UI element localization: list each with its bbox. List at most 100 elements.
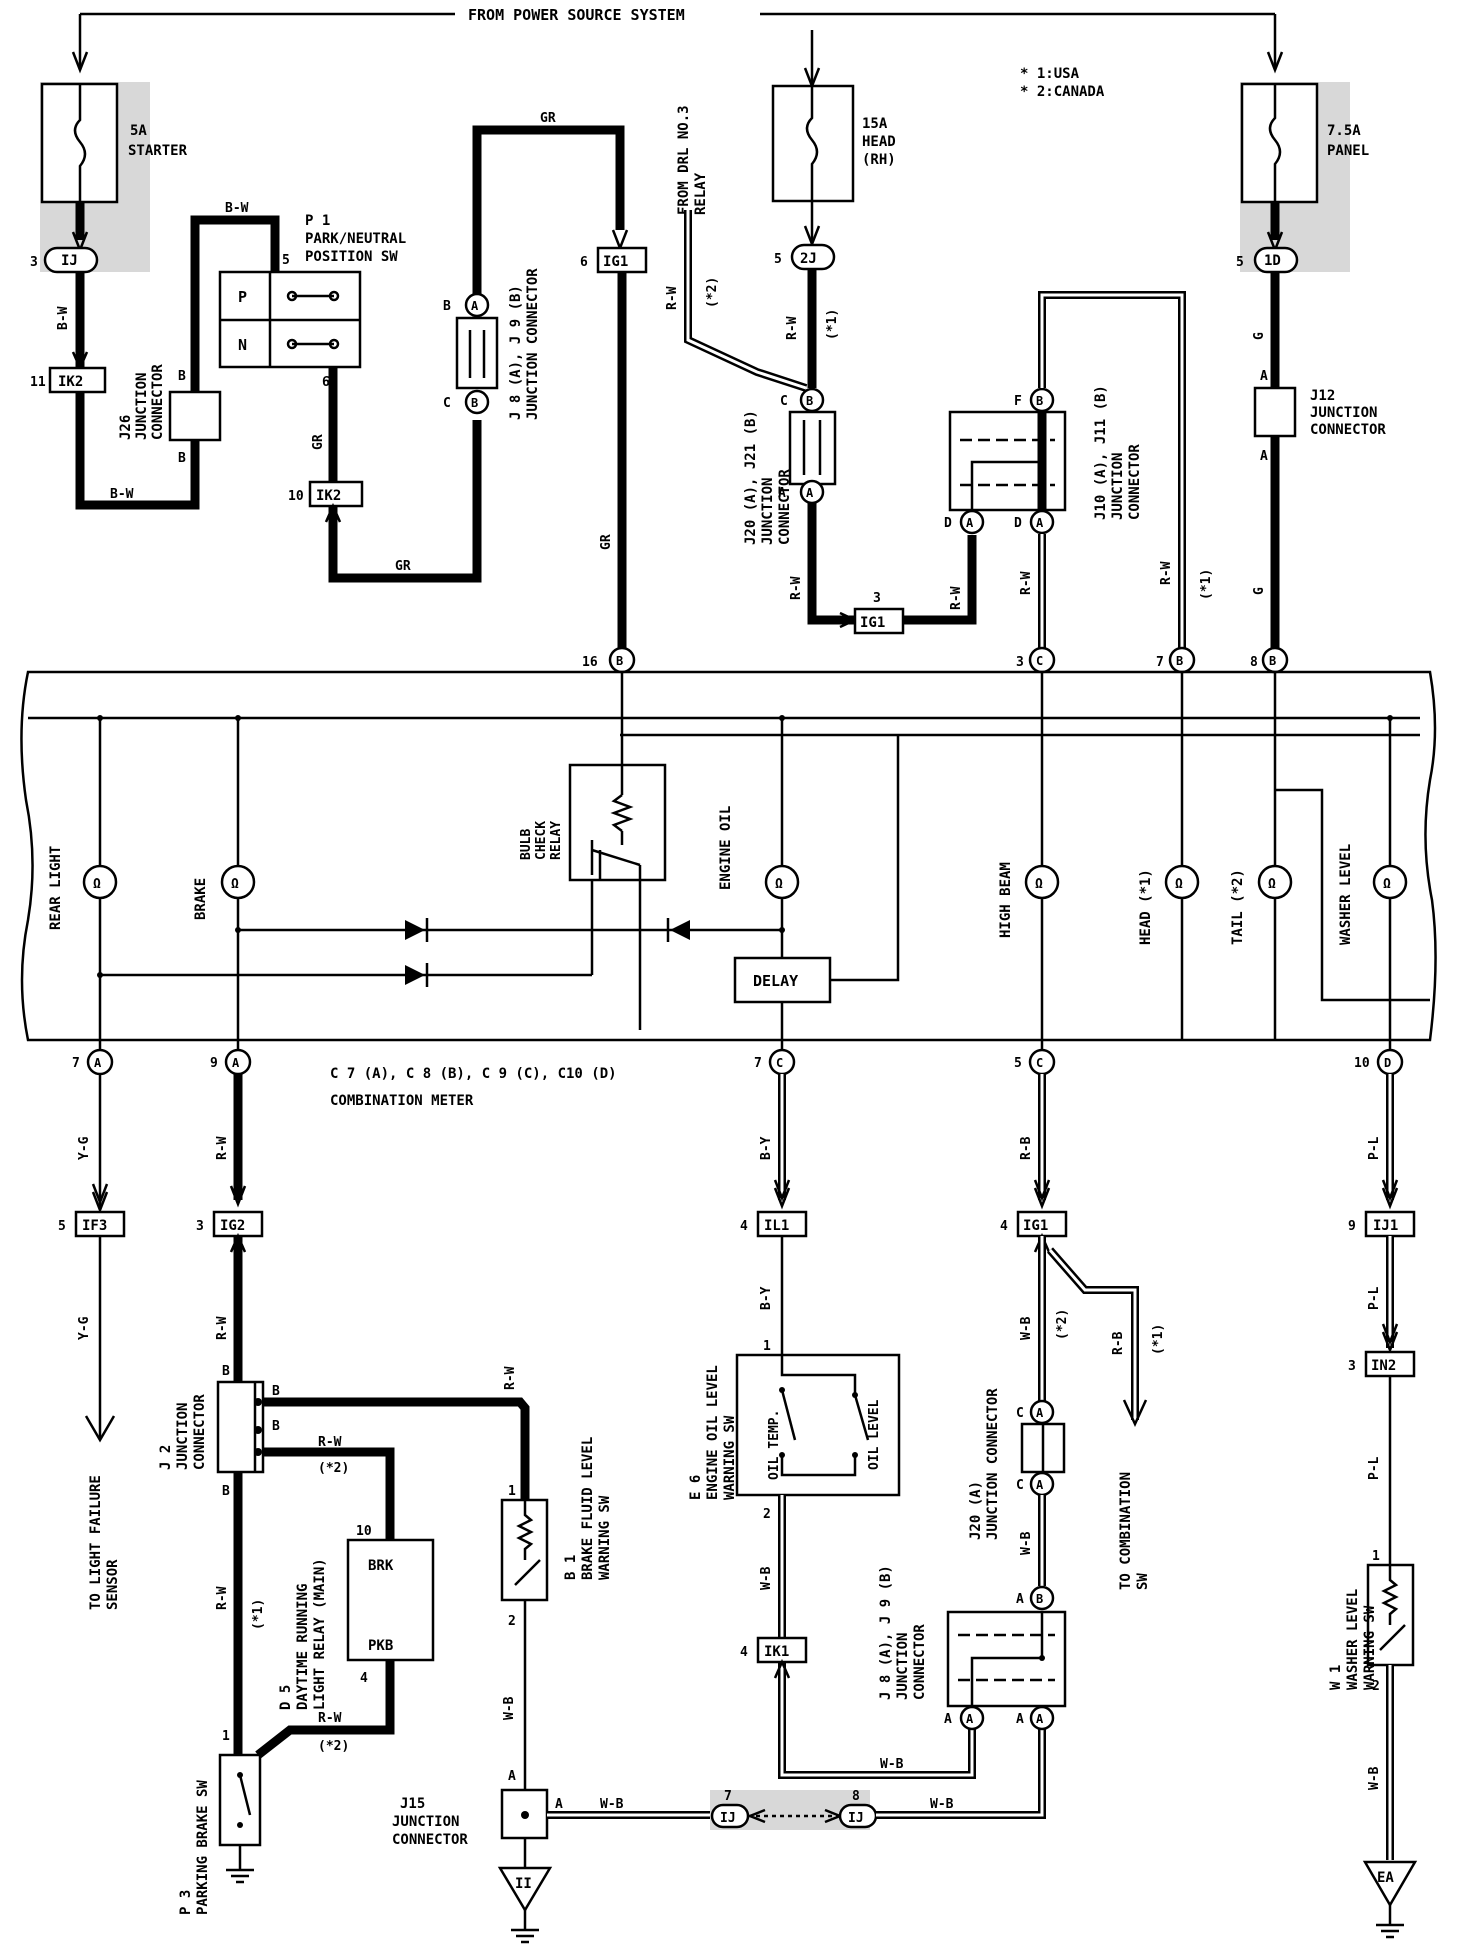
conn-if3: IF3 [82,1218,107,1234]
svg-text:B: B [222,1484,230,1499]
svg-text:C: C [1036,1056,1043,1070]
fuse-panel-name: PANEL [1327,143,1369,159]
svg-text:9: 9 [1348,1219,1356,1234]
svg-text:B: B [1269,654,1276,668]
wire-rw-12: R-W [503,1366,518,1390]
j8j9-bottom-label-2: JUNCTION [895,1633,911,1700]
p1-label-3: POSITION SW [305,249,398,265]
j2-label-1: J 2 [158,1445,174,1470]
combo-sw-1: TO COMBINATION [1118,1472,1134,1590]
svg-text:11: 11 [30,375,46,390]
p3-label-2: PARKING BRAKE SW [195,1780,211,1915]
svg-text:A: A [232,1056,240,1070]
svg-text:A: A [1036,1712,1044,1726]
svg-text:C: C [776,1056,783,1070]
svg-text:9: 9 [210,1056,218,1071]
d5-pin-pkb: PKB [368,1638,393,1654]
wire-wb-8: W-B [1367,1766,1382,1790]
wire-wb-1: W-B [502,1696,517,1720]
svg-text:Ω: Ω [1175,877,1183,892]
wire-gr-2: GR [395,559,411,574]
svg-text:5: 5 [1014,1056,1022,1071]
wire-rw-9: R-W [318,1435,342,1450]
wire-rw-10: R-W [318,1711,342,1726]
svg-text:3: 3 [873,591,881,606]
svg-text:Ω: Ω [775,877,783,892]
j2-label-2: JUNCTION [175,1403,191,1470]
j20-bottom-label-2: JUNCTION CONNECTOR [985,1388,1001,1540]
wire-pl-1: P-L [1367,1136,1382,1160]
combo-sw-2: SW [1135,1573,1151,1590]
wire-wb-6: W-B [1019,1316,1034,1340]
mark-2d: (*2) [1055,1309,1070,1340]
ground-ii [497,1866,553,1913]
diode-1 [405,918,429,942]
svg-text:Ω: Ω [93,877,101,892]
lamp-label-brake: BRAKE [193,878,209,920]
drl-source-line1: FROM DRL NO.3 [676,105,692,215]
conn-2j: 2J [800,251,817,267]
wire-pl-3: P-L [1367,1456,1382,1480]
ground-ea [1362,1860,1418,1908]
bulb-check-label-3: RELAY [549,821,564,860]
wire-yg-2: Y-G [77,1316,92,1340]
j8j9-bottom-label-1: J 8 (A), J 9 (B) [878,1565,894,1700]
lamp-brake: Ω [220,864,256,900]
conn-ij1: IJ1 [1373,1218,1398,1234]
conn-1d: 1D [1264,253,1281,269]
svg-text:3: 3 [1016,655,1024,670]
j20-bottom-label-1: J20 (A) [968,1481,984,1540]
conn-ij-8: IJ [848,1811,864,1826]
j8j9-bottom-label-3: CONNECTOR [912,1624,928,1700]
e6-label-3: WARNING SW [722,1415,738,1500]
svg-text:A: A [1036,1478,1044,1492]
svg-text:2: 2 [1372,1679,1380,1694]
d5-label-1: D 5 [278,1685,294,1710]
fuse-head-amp: 15A [862,116,888,132]
j8j9-top-label-2: JUNCTION CONNECTOR [525,268,541,420]
combination-meter [20,670,1437,1042]
svg-text:A: A [1016,1712,1024,1727]
svg-text:C: C [1016,1478,1024,1493]
light-failure-1: TO LIGHT FAILURE [88,1475,104,1610]
svg-text:A: A [1036,516,1044,530]
lamp-rear-light: Ω [82,864,118,900]
svg-text:D: D [1384,1056,1391,1070]
p1-pos-n: N [238,336,247,354]
conn-ik2-b: IK2 [316,488,341,504]
j8j9-top-label-1: J 8 (A), J 9 (B) [508,285,524,420]
b1-label-1: B 1 [563,1555,579,1580]
fuse-head-name: HEAD [862,134,896,150]
conn-ik1: IK1 [764,1644,789,1660]
wire-rw-8: R-W [215,1316,230,1340]
svg-text:Ω: Ω [1268,877,1276,892]
conn-ig1-top: IG1 [603,254,628,270]
svg-text:4: 4 [1000,1219,1008,1234]
diode-2 [405,963,429,987]
d5-label-2: DAYTIME RUNNING [295,1584,311,1710]
e6-oil-level: OIL LEVEL [867,1399,882,1470]
lamp-label-engine-oil: ENGINE OIL [718,806,734,890]
junction-j12 [1253,386,1297,438]
wire-yg-1: Y-G [77,1136,92,1160]
conn-ik2-a: IK2 [58,374,83,390]
wire-wb-7: W-B [1019,1531,1034,1555]
svg-text:B: B [471,396,478,410]
svg-text:7: 7 [1156,655,1164,670]
svg-text:B: B [178,369,186,384]
note-usa: * 1:USA [1020,66,1080,82]
svg-text:5: 5 [282,253,290,268]
svg-text:8: 8 [1250,655,1258,670]
ground-ii-label: II [515,1876,532,1892]
svg-text:B: B [616,654,623,668]
svg-text:A: A [555,1797,563,1812]
delay-label: DELAY [753,972,798,990]
mark-1c: (*1) [251,1599,266,1630]
svg-text:7: 7 [754,1056,762,1071]
delay-box [733,956,832,1004]
svg-text:Ω: Ω [1383,877,1391,892]
p1-label-1: P 1 [305,213,330,229]
wire-rw-11: R-W [215,1586,230,1610]
j26-label-2: JUNCTION [134,373,150,440]
